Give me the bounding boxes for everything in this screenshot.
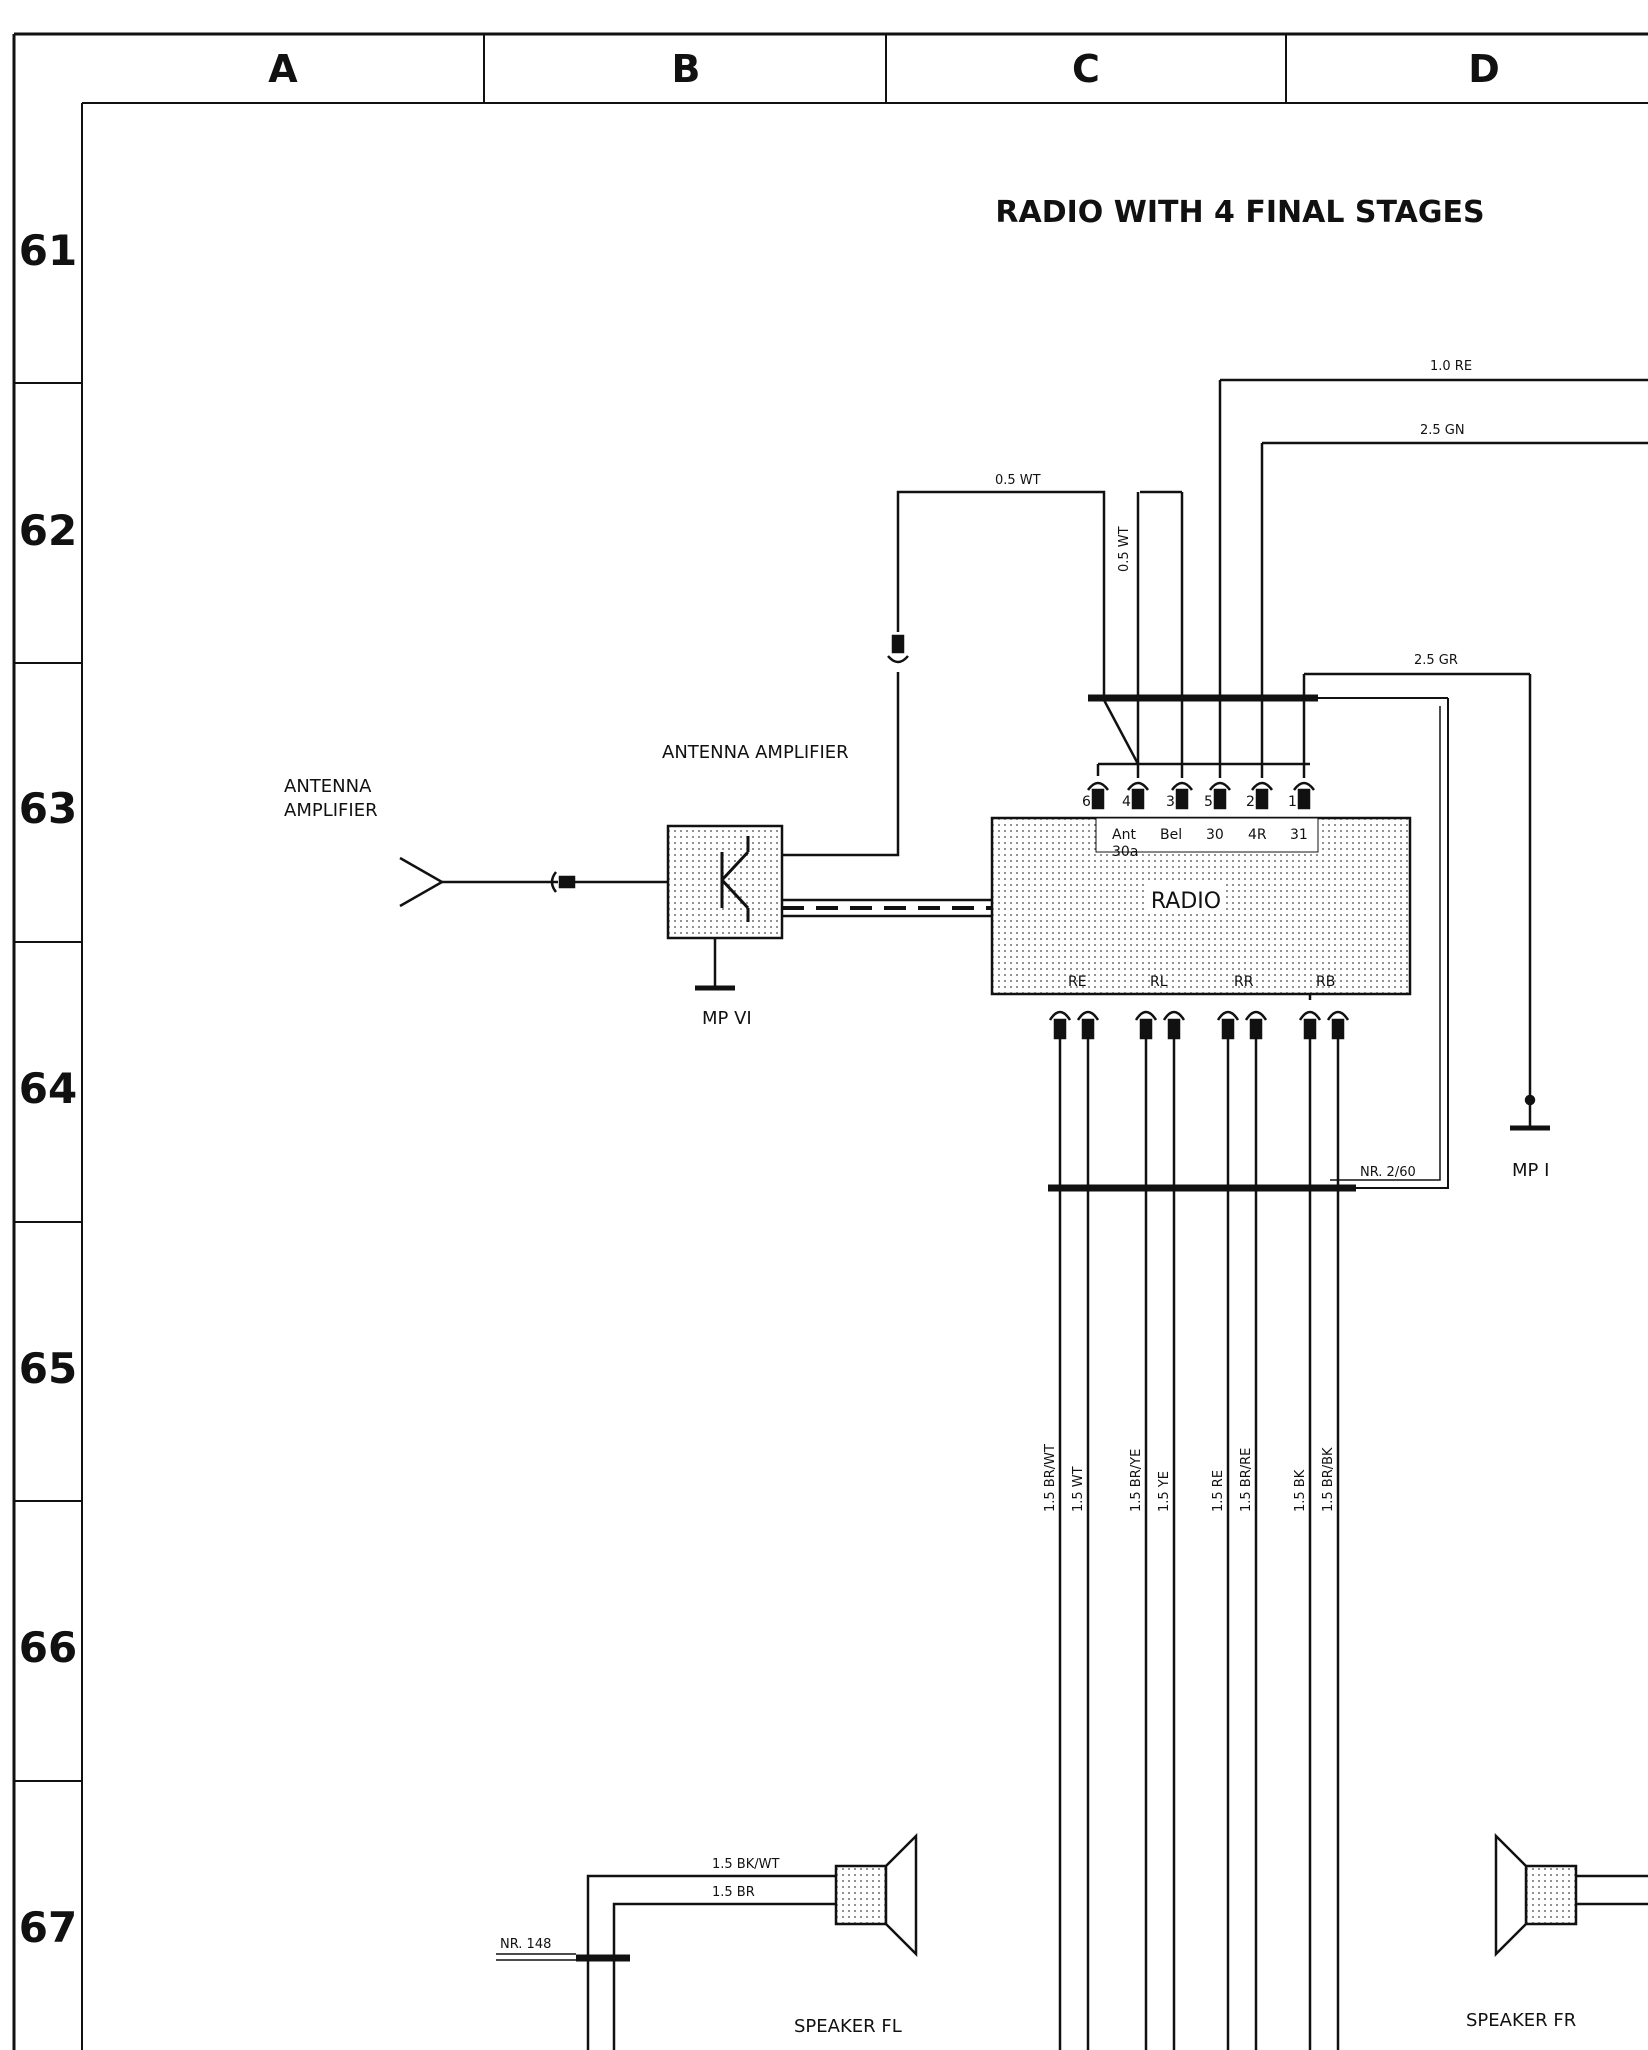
speaker-fl <box>834 1832 918 1958</box>
wire-label-05wt-v: 0.5 WT <box>1117 526 1132 572</box>
wire-label-v3: 1.5 BR/YE <box>1129 1449 1144 1512</box>
wire-label-10re: 1.0 RE <box>1430 359 1472 374</box>
column-header-a: A <box>268 47 298 91</box>
radio-bottom-pin-re: RE <box>1068 974 1087 990</box>
row-number-64: 64 <box>19 1064 77 1113</box>
antenna-cable <box>782 898 992 918</box>
speaker-fr <box>1494 1832 1578 1958</box>
wire-label-v4: 1.5 YE <box>1157 1471 1172 1512</box>
radio-pin-6: 6 <box>1082 794 1091 810</box>
speaker-fr-wiring <box>1576 1874 1648 1906</box>
radio-term-31: 31 <box>1290 827 1308 843</box>
radio-term-30: 30 <box>1206 827 1224 843</box>
harness-side-outline <box>1328 698 1449 1189</box>
wire-label-v6: 1.5 BR/RE <box>1239 1448 1254 1512</box>
radio-pin-1: 1 <box>1288 794 1297 810</box>
diagram-title: RADIO WITH 4 FINAL STAGES <box>995 195 1484 230</box>
wire-label-v2: 1.5 WT <box>1071 1466 1086 1512</box>
radio-bottom-connectors <box>1048 994 1350 1040</box>
row-number-65: 65 <box>19 1344 77 1393</box>
wire-label-25gn: 2.5 GN <box>1420 423 1465 438</box>
speaker-wire-bundle <box>1058 1038 1340 2050</box>
radio-pin-4: 4 <box>1122 794 1131 810</box>
wire-label-fl-2: 1.5 BR <box>712 1885 755 1900</box>
row-number-61: 61 <box>19 226 77 275</box>
speaker-fl-wiring <box>496 1874 836 2050</box>
speaker-fl-label: SPEAKER FL <box>794 2016 902 2037</box>
radio-term-bel: Bel <box>1160 827 1182 843</box>
row-number-66: 66 <box>19 1623 77 1672</box>
radio-pin-3: 3 <box>1166 794 1175 810</box>
radio-label: RADIO <box>1151 889 1221 914</box>
wire-label-25gr: 2.5 GR <box>1414 653 1458 668</box>
radio-top-wiring <box>1096 378 1648 1131</box>
antenna-symbol <box>399 856 668 908</box>
harness-label-nr-148: NR. 148 <box>500 1937 551 1952</box>
radio-pin-2: 2 <box>1246 794 1255 810</box>
radio-pin-5: 5 <box>1204 794 1213 810</box>
antenna-label-line2: AMPLIFIER <box>284 800 378 821</box>
harness-label-nr-2-60: NR. 2/60 <box>1360 1165 1416 1180</box>
radio-bottom-pin-rl: RL <box>1150 974 1168 990</box>
wire-label-fl-1: 1.5 BK/WT <box>712 1857 779 1872</box>
radio-bottom-pin-rr: RR <box>1234 974 1254 990</box>
antenna-amplifier <box>666 824 784 991</box>
amplifier-power-wire <box>782 490 1106 857</box>
wire-label-v7: 1.5 BK <box>1293 1469 1308 1512</box>
wire-label-v8: 1.5 BR/BK <box>1321 1447 1336 1512</box>
wire-label-v1: 1.5 BR/WT <box>1043 1444 1058 1512</box>
radio-term-4r: 4R <box>1248 827 1267 843</box>
radio-unit <box>990 816 1412 996</box>
wire-label-05wt-h: 0.5 WT <box>995 473 1041 488</box>
row-number-62: 62 <box>19 506 77 555</box>
ground-point-mp-i: MP I <box>1512 1160 1549 1181</box>
wire-label-v5: 1.5 RE <box>1211 1470 1226 1512</box>
column-header-b: B <box>672 47 701 91</box>
radio-top-connectors <box>1086 781 1316 810</box>
ground-point-mp-vi: MP VI <box>702 1008 752 1029</box>
row-number-63: 63 <box>19 784 77 833</box>
radio-term-30a: 30a <box>1112 844 1138 860</box>
antenna-amplifier-label: ANTENNA AMPLIFIER <box>662 742 849 763</box>
row-number-67: 67 <box>19 1903 77 1952</box>
column-header-c: C <box>1072 47 1100 91</box>
radio-bottom-pin-rb: RB <box>1316 974 1335 990</box>
column-header-d: D <box>1468 47 1500 91</box>
radio-term-ant: Ant <box>1112 827 1136 843</box>
sheet-frame <box>12 32 1648 2050</box>
speaker-fr-label: SPEAKER FR <box>1466 2010 1576 2031</box>
antenna-label-line1: ANTENNA <box>284 776 372 797</box>
